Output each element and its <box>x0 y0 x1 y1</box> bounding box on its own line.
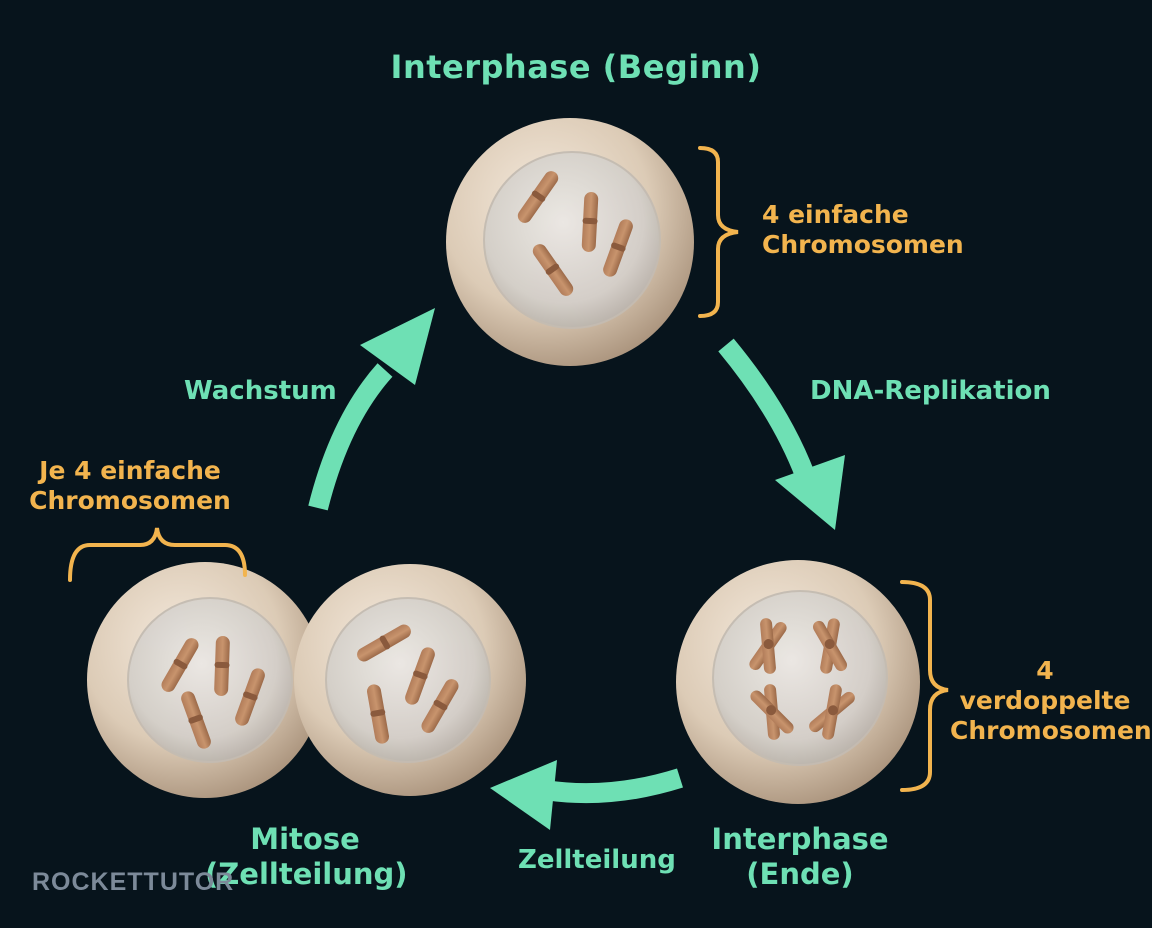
bracket-right <box>900 580 949 792</box>
bracket-top <box>698 146 739 318</box>
label-growth: Wachstum <box>184 376 337 406</box>
arrowhead-growth <box>360 308 435 385</box>
note-duplicated-chromosomes: 4 verdoppelte Chromosomen <box>950 656 1152 745</box>
note-simple-chromosomes: 4 einfache Chromosomen <box>762 200 964 259</box>
arrowhead-division <box>490 760 557 830</box>
cell-mitosis-left <box>87 562 323 798</box>
note-each-simple-chromosomes: Je 4 einfache Chromosomen <box>29 456 231 515</box>
arrow-replication <box>718 338 815 479</box>
page-title: Interphase (Beginn) <box>390 48 762 86</box>
label-cell-division: Zellteilung <box>518 845 676 875</box>
cell-mitosis-right <box>294 564 526 796</box>
arrow-growth <box>308 363 393 511</box>
bracket-left <box>68 527 247 582</box>
cell-interphase-end <box>676 560 920 804</box>
arrowhead-replication <box>775 455 845 530</box>
label-dna-replication: DNA-Replikation <box>810 376 1051 406</box>
label-mitosis: Mitose (Zellteilung) <box>205 822 408 891</box>
chromosome <box>213 635 231 697</box>
cell-interphase-start <box>446 118 694 366</box>
label-interphase-end: Interphase (Ende) <box>711 822 889 891</box>
arrow-division <box>543 768 683 804</box>
brand-logo: ROCKETTUTOR <box>32 868 235 896</box>
